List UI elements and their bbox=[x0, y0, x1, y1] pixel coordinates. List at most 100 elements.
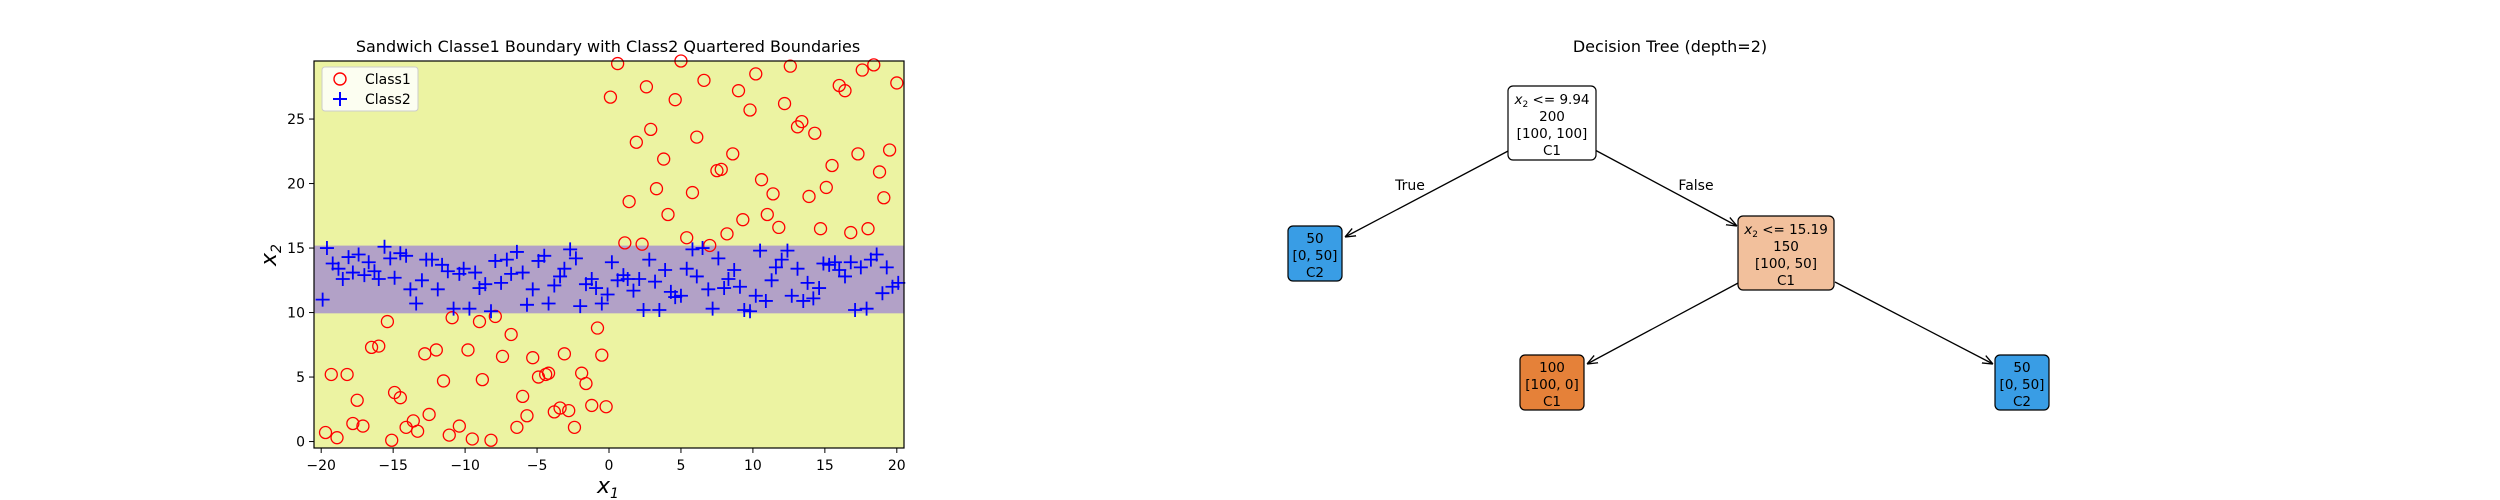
edge-label-false: False bbox=[1678, 178, 1713, 194]
class2-point bbox=[843, 255, 858, 270]
node-box bbox=[1994, 354, 2050, 411]
class1-point bbox=[510, 420, 524, 435]
class2-point bbox=[853, 260, 868, 275]
node-box bbox=[1519, 354, 1585, 411]
class2-point bbox=[827, 255, 842, 270]
class2-point bbox=[780, 243, 795, 258]
y-tick-label: 10 bbox=[287, 306, 305, 322]
class2-point bbox=[758, 293, 773, 308]
class1-point bbox=[318, 425, 333, 440]
class2-point bbox=[652, 302, 667, 317]
class1-point bbox=[461, 343, 475, 357]
class2-point bbox=[784, 288, 799, 303]
class1-point bbox=[599, 400, 613, 414]
tree-node-root: x2 <= 9.94 200 [100, 100] C1 bbox=[1507, 85, 1597, 161]
class2-point bbox=[357, 268, 372, 283]
class1-point bbox=[472, 314, 487, 329]
class1-point bbox=[882, 143, 897, 157]
class2-point bbox=[800, 275, 815, 290]
class2-point bbox=[875, 286, 890, 301]
class2-point bbox=[335, 272, 350, 287]
x-tick-label: −20 bbox=[306, 458, 336, 474]
node-samples: 50 bbox=[2013, 360, 2030, 376]
class1-point bbox=[668, 93, 682, 107]
node-box bbox=[1507, 85, 1597, 161]
class2-point bbox=[573, 299, 588, 314]
class2-point bbox=[695, 241, 710, 256]
tree-node-leaf-mid: 100 [100, 0] C1 bbox=[1519, 354, 1585, 411]
node-value: [100, 0] bbox=[1525, 377, 1578, 393]
class2-point bbox=[377, 239, 392, 254]
class2-point bbox=[636, 302, 651, 317]
class1-point bbox=[422, 407, 436, 422]
class1-point bbox=[585, 398, 599, 413]
class2-point bbox=[721, 272, 736, 287]
scatter-title: Sandwich Classe1 Boundary with Class2 Qu… bbox=[356, 37, 860, 56]
legend-class2-marker bbox=[333, 92, 347, 106]
class2-point bbox=[668, 290, 683, 305]
class2-point bbox=[331, 261, 346, 276]
class2-point bbox=[351, 247, 366, 262]
class2-point bbox=[848, 302, 863, 317]
class1-point bbox=[783, 59, 797, 73]
class1-point bbox=[731, 84, 746, 98]
class2-point bbox=[685, 242, 700, 257]
class1-point bbox=[657, 152, 671, 166]
class1-point bbox=[579, 376, 593, 391]
y-tick-label: 5 bbox=[296, 370, 305, 386]
class2-point bbox=[387, 270, 402, 285]
class1-point bbox=[445, 311, 459, 325]
class1-point bbox=[541, 366, 556, 380]
class1-point bbox=[872, 165, 887, 179]
class1-point bbox=[475, 372, 490, 387]
class1-point bbox=[553, 401, 567, 415]
class1-point bbox=[877, 191, 891, 205]
class1-point bbox=[590, 321, 605, 335]
class1-point bbox=[324, 367, 338, 382]
node-samples: 50 bbox=[1306, 231, 1323, 247]
class2-point bbox=[711, 251, 726, 266]
class2-point bbox=[732, 279, 747, 294]
class2-point bbox=[484, 304, 498, 319]
class2-point bbox=[658, 262, 673, 277]
class1-point bbox=[603, 90, 618, 104]
class1-point bbox=[629, 135, 643, 149]
class2-point bbox=[456, 261, 471, 276]
class2-point bbox=[519, 297, 534, 312]
edge-label-true: True bbox=[1394, 178, 1425, 194]
class2-point bbox=[604, 255, 619, 270]
class2-point bbox=[393, 246, 408, 261]
class2-point bbox=[648, 274, 663, 289]
x-tick-label: 15 bbox=[816, 458, 834, 474]
class2-point bbox=[515, 265, 530, 280]
scatter-chart: Sandwich Classe1 Boundary with Class2 Qu… bbox=[257, 37, 906, 500]
class1-point bbox=[697, 73, 711, 87]
class1-point bbox=[372, 339, 386, 353]
class1-point bbox=[777, 96, 792, 111]
class1-point bbox=[562, 403, 576, 418]
node-value: [0, 50] bbox=[2000, 377, 2045, 393]
class1-point bbox=[330, 431, 344, 445]
class1-point bbox=[838, 84, 852, 98]
node-rule: x2 <= 15.19 bbox=[1743, 222, 1828, 240]
class2-point bbox=[468, 265, 483, 280]
class1-point bbox=[743, 103, 757, 117]
class1-point bbox=[622, 194, 636, 209]
class2-point bbox=[446, 301, 461, 316]
class2-point bbox=[440, 264, 455, 279]
class2-point bbox=[371, 272, 386, 287]
node-class: C1 bbox=[1777, 273, 1795, 289]
class1-point bbox=[610, 56, 625, 71]
node-class: C2 bbox=[1306, 265, 1324, 281]
class1-point bbox=[452, 419, 466, 433]
class2-point bbox=[435, 257, 450, 272]
class1-point bbox=[726, 147, 740, 161]
class1-point bbox=[442, 428, 456, 442]
x-tick-label: 5 bbox=[676, 458, 685, 474]
class2-point bbox=[717, 281, 732, 296]
class2-point bbox=[399, 248, 414, 263]
tree-node-inner-right: x2 <= 15.19 150 [100, 50] C1 bbox=[1737, 215, 1835, 291]
class1-point bbox=[736, 213, 750, 227]
node-samples: 150 bbox=[1773, 239, 1799, 255]
class1-point bbox=[644, 122, 658, 137]
